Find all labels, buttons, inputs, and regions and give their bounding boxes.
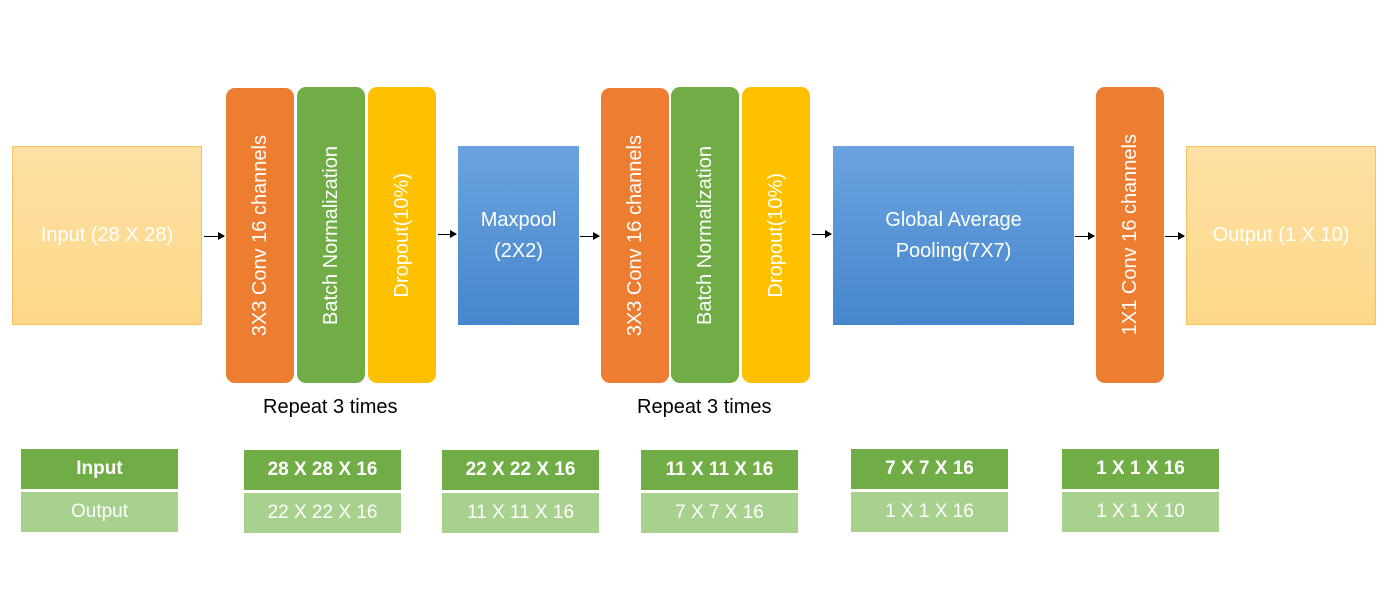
arrow-dropout-to-maxpool — [438, 230, 457, 238]
shape-output-gap: 1 X 1 X 16 — [851, 492, 1008, 532]
repeat-label-2: Repeat 3 times — [637, 396, 772, 418]
arrow-conv1x1-to-output — [1165, 232, 1185, 240]
shape-input-maxpool: 22 X 22 X 16 — [442, 450, 599, 490]
output-block: Output (1 X 10) — [1186, 146, 1376, 325]
maxpool-block: Maxpool (2X2) — [458, 146, 579, 325]
batchnorm-label-1: Batch Normalization — [319, 145, 342, 325]
shape-input-header: Input — [21, 449, 178, 489]
batchnorm-block-1: Batch Normalization — [297, 87, 365, 383]
maxpool-label: Maxpool (2X2) — [480, 208, 557, 262]
input-block: Input (28 X 28) — [12, 146, 202, 325]
arrow-maxpool-to-conv — [580, 232, 600, 240]
conv1x1-label: 1X1 Conv 16 channels — [1118, 134, 1141, 336]
input-label: Input (28 X 28) — [40, 224, 174, 246]
shape-input-conv1x1: 1 X 1 X 16 — [1062, 449, 1219, 489]
conv3x3-label-2: 3X3 Conv 16 channels — [623, 134, 646, 337]
shape-input-conv-2: 11 X 11 X 16 — [641, 450, 798, 490]
dropout-label-1: Dropout(10%) — [390, 172, 413, 298]
arrow-input-to-conv — [204, 232, 225, 240]
shape-output-maxpool: 11 X 11 X 16 — [442, 493, 599, 533]
dropout-label-2: Dropout(10%) — [764, 172, 787, 298]
shape-output-conv-1: 22 X 22 X 16 — [244, 493, 401, 533]
global-average-pooling-block: Global Average Pooling(7X7) — [833, 146, 1074, 325]
shape-output-header: Output — [21, 492, 178, 532]
output-label: Output (1 X 10) — [1212, 224, 1350, 246]
conv3x3-block-2: 3X3 Conv 16 channels — [601, 88, 669, 383]
shape-input-conv-1: 28 X 28 X 16 — [244, 450, 401, 490]
conv3x3-label-1: 3X3 Conv 16 channels — [248, 134, 271, 337]
shape-output-conv1x1: 1 X 1 X 10 — [1062, 492, 1219, 532]
conv3x3-block-1: 3X3 Conv 16 channels — [226, 88, 294, 383]
shape-input-gap: 7 X 7 X 16 — [851, 449, 1008, 489]
dropout-block-1: Dropout(10%) — [368, 87, 436, 383]
batchnorm-block-2: Batch Normalization — [671, 87, 739, 383]
arrow-dropout-to-gap — [812, 230, 832, 238]
batchnorm-label-2: Batch Normalization — [693, 145, 716, 325]
shape-output-conv-2: 7 X 7 X 16 — [641, 493, 798, 533]
arrow-gap-to-conv1x1 — [1075, 232, 1095, 240]
dropout-block-2: Dropout(10%) — [742, 87, 810, 383]
global-average-pooling-label: Global Average Pooling(7X7) — [885, 208, 1022, 262]
conv1x1-block: 1X1 Conv 16 channels — [1096, 87, 1164, 383]
repeat-label-1: Repeat 3 times — [263, 396, 398, 418]
